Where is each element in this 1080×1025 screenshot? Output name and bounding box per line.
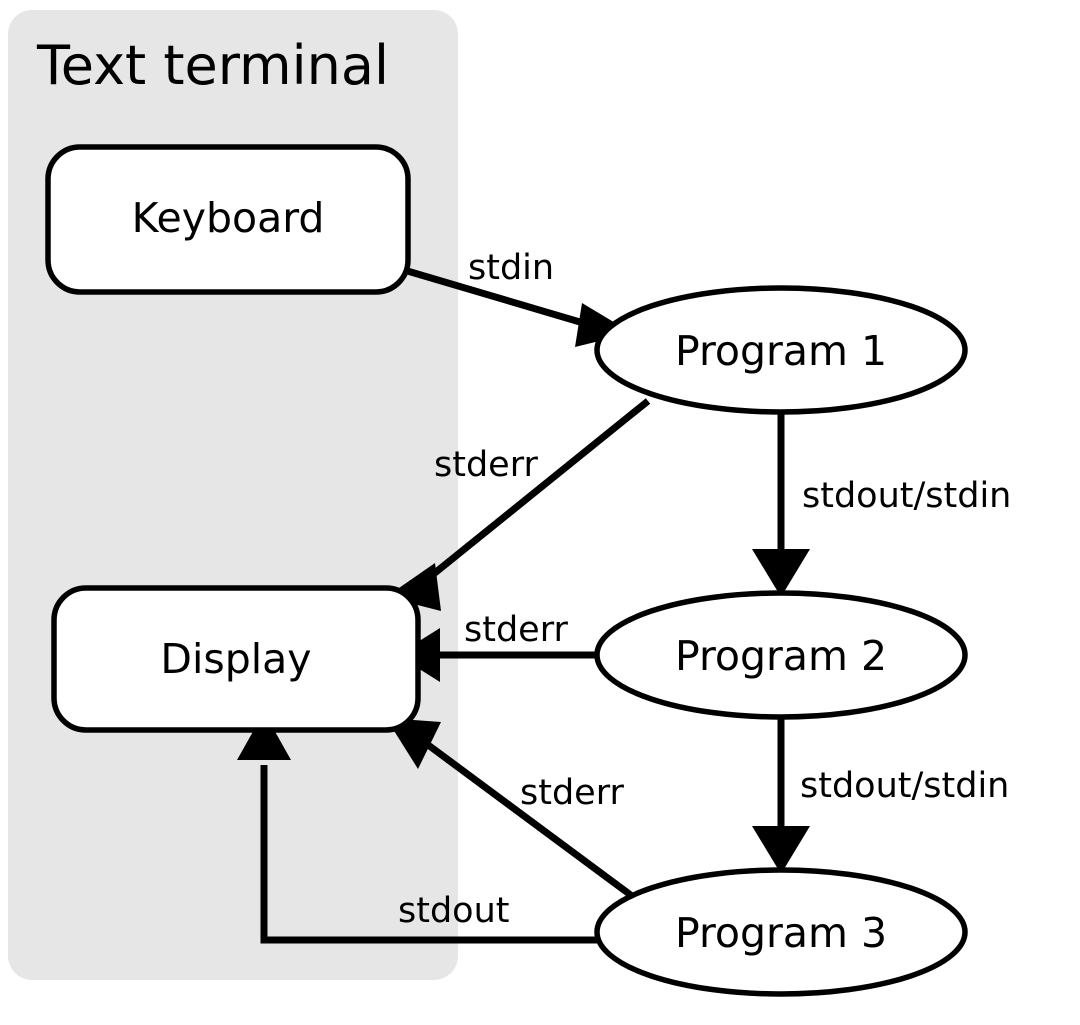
edge-label-stdin: stdin (468, 248, 554, 288)
program-2-label: Program 2 (675, 632, 887, 680)
program-2-ellipse[interactable] (594, 590, 968, 720)
edge-program1-to-program2 (752, 411, 810, 597)
edge-label-stderr-2: stderr (464, 610, 568, 650)
program-1-label: Program 1 (675, 327, 887, 375)
keyboard-box[interactable] (45, 144, 411, 295)
arrowhead-stdout-stdin-2 (752, 826, 810, 874)
edge-program3-to-display-stdout (237, 712, 600, 944)
edge-label-stdout-stdin-1: stdout/stdin (802, 476, 1011, 516)
edge-line-stdout (260, 765, 600, 944)
display-box[interactable] (51, 585, 421, 733)
display-label: Display (160, 635, 311, 683)
edge-program3-to-display-stderr (386, 718, 635, 899)
edge-label-stderr-3: stderr (520, 773, 624, 813)
panel-title: Text terminal (36, 34, 389, 97)
node-display[interactable]: Display (51, 585, 421, 733)
node-program-1[interactable]: Program 1 (594, 285, 968, 415)
program-3-label: Program 3 (675, 909, 887, 957)
edge-line-stderr-1 (407, 398, 651, 596)
keyboard-label: Keyboard (132, 194, 325, 242)
arrowhead-stdout-stdin-1 (752, 549, 810, 597)
arrowhead-stdout (237, 712, 291, 760)
edge-line-stderr-3 (409, 730, 635, 899)
edge-label-stdout-stdin-2: stdout/stdin (800, 766, 1009, 806)
node-keyboard[interactable]: Keyboard (45, 144, 411, 295)
edge-label-stderr-1: stderr (434, 445, 538, 485)
program-1-ellipse[interactable] (594, 285, 968, 415)
edge-line-stdin (403, 266, 608, 334)
arrowhead-stderr-3 (386, 718, 441, 769)
node-program-3[interactable]: Program 3 (594, 867, 968, 997)
edge-program2-to-program3 (752, 716, 810, 874)
program-3-ellipse[interactable] (594, 867, 968, 997)
edge-label-stdout: stdout (398, 891, 510, 931)
node-program-2[interactable]: Program 2 (594, 590, 968, 720)
